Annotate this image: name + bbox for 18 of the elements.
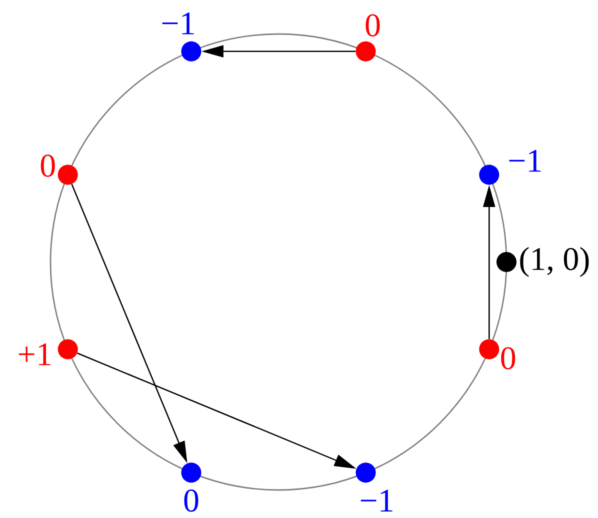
point-label: −1 xyxy=(162,12,194,34)
dot xyxy=(356,41,376,62)
dot xyxy=(356,462,376,483)
point-label: 0 xyxy=(501,347,516,370)
dot xyxy=(496,252,516,272)
dot xyxy=(181,41,202,62)
dot xyxy=(479,339,500,360)
dot xyxy=(58,164,78,185)
dot xyxy=(479,164,500,185)
point-label: 0 xyxy=(366,14,380,36)
point-label: 0 xyxy=(184,490,198,512)
point-label: −1 xyxy=(509,150,541,172)
dot xyxy=(181,462,202,483)
dot xyxy=(58,339,78,360)
point-label: −1 xyxy=(360,490,392,512)
point-label: +1 xyxy=(18,343,50,366)
point-label: 0 xyxy=(40,154,55,177)
point-label: (1, 0) xyxy=(520,247,589,277)
